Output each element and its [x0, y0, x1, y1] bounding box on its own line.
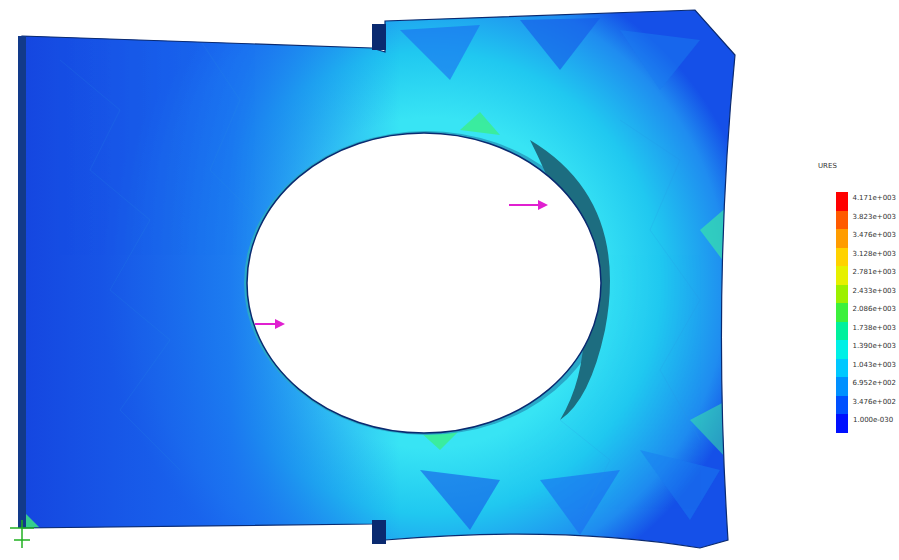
- legend-swatch: [836, 322, 848, 341]
- legend-swatch: [836, 211, 848, 230]
- legend-value: 1.738e+003: [852, 324, 896, 332]
- legend-swatch: [836, 377, 848, 396]
- legend-swatch: [836, 340, 848, 359]
- hole: [247, 133, 601, 433]
- legend-swatch: [836, 266, 848, 285]
- legend-value: 2.086e+003: [852, 305, 896, 313]
- legend-swatch: [836, 303, 848, 322]
- legend-value: 1.390e+003: [852, 342, 896, 350]
- legend-value: 1.000e-030: [853, 416, 893, 424]
- fixture-symbol: [10, 520, 34, 548]
- legend-swatch: [836, 285, 848, 304]
- legend-swatch: [836, 229, 848, 248]
- legend-value: 3.823e+003: [852, 213, 896, 221]
- legend-value: 4.171e+003: [852, 194, 896, 202]
- legend-swatch: [836, 359, 848, 378]
- legend-swatch: [836, 192, 848, 211]
- legend-swatch: [836, 396, 848, 415]
- part-body: [0, 0, 760, 560]
- legend-value: 3.128e+003: [852, 250, 896, 258]
- legend-value: 3.476e+003: [852, 231, 896, 239]
- legend-value: 2.781e+003: [852, 268, 896, 276]
- legend-title: URES: [818, 162, 837, 170]
- legend-swatch: [836, 248, 848, 267]
- legend-swatch: [836, 414, 848, 433]
- legend-value: 2.433e+003: [852, 287, 896, 295]
- legend-value: 3.476e+002: [852, 398, 896, 406]
- legend-value: 6.952e+002: [852, 379, 896, 387]
- legend-value: 1.043e+003: [852, 361, 896, 369]
- load-arrow: [255, 200, 548, 329]
